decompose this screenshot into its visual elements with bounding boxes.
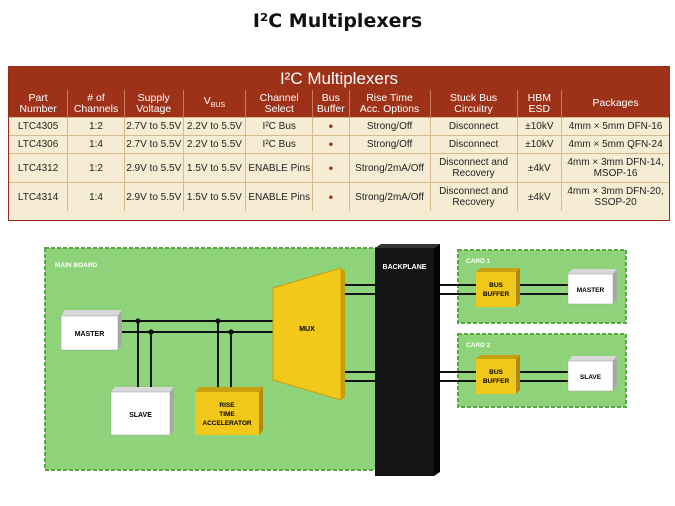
table-cell: 1:4: [67, 135, 125, 154]
accelerator-line-3: ACCELERATOR: [202, 420, 252, 427]
card-1-buffer-line-2: BUFFER: [483, 291, 510, 298]
table-cell: ±4kV: [516, 182, 562, 211]
table-cell: I²C Bus: [245, 135, 313, 154]
table-cell: LTC4306: [9, 135, 68, 154]
table-cell: Strong/Off: [348, 117, 431, 136]
table-cell: 2.2V to 5.5V: [182, 135, 246, 154]
table-header-cell: VBUS: [182, 90, 246, 118]
card-2-buffer-line-1: BUS: [489, 369, 503, 376]
slave-chip: SLAVE: [110, 387, 174, 436]
table-cell: 2.2V to 5.5V: [182, 117, 246, 136]
mux-label: MUX: [299, 326, 315, 333]
table-cell: 1:2: [67, 117, 125, 136]
card-1-master-label: MASTER: [577, 287, 605, 294]
table-cell: 1.5V to 5.5V: [182, 153, 246, 183]
accelerator-line-2: TIME: [219, 411, 235, 418]
table-header-cell: Packages: [561, 90, 669, 118]
table-cell: LTC4312: [9, 153, 68, 183]
table-cell: 2.7V to 5.5V: [123, 135, 184, 154]
table-cell: 2.7V to 5.5V: [123, 117, 184, 136]
card-2-buffer-line-2: BUFFER: [483, 378, 510, 385]
table-cell: 2.9V to 5.5V: [123, 182, 184, 211]
card-1-buffer-line-1: BUS: [489, 282, 503, 289]
main-bus-lines: [118, 320, 273, 392]
backplane: BACKPLANE: [375, 244, 440, 476]
table-cell: 1.5V to 5.5V: [182, 182, 246, 211]
table-cell: Disconnect: [429, 117, 518, 136]
table-cell: 4mm × 5mm DFN-16: [561, 117, 669, 136]
mux-output-lines: [341, 284, 375, 382]
table-cell: ENABLE Pins: [245, 153, 313, 183]
table-cell: Disconnect: [429, 135, 518, 154]
table-cell: Strong/2mA/Off: [348, 153, 431, 183]
table-title: I²C Multiplexers: [9, 67, 669, 90]
table-cell: 4mm × 3mm DFN-20,SSOP-20: [561, 182, 669, 211]
mux-block: MUX: [272, 267, 345, 401]
card-bus-lines: [438, 284, 568, 382]
table-cell: 2.9V to 5.5V: [123, 153, 184, 183]
table-cell: Strong/Off: [348, 135, 431, 154]
table-cell: ±10kV: [516, 135, 562, 154]
bus-buffer-bullet: •: [312, 117, 350, 136]
bus-buffer-bullet: •: [312, 153, 350, 183]
bus-buffer-bullet: •: [312, 182, 350, 211]
card-2-label: CARD 2: [466, 342, 491, 349]
accelerator-line-1: RISE: [219, 402, 235, 409]
card-1-label: CARD 1: [466, 258, 491, 265]
table-cell: Strong/2mA/Off: [348, 182, 431, 211]
block-diagram: MAIN BOARD CARD 1 CARD 2: [44, 244, 627, 476]
rise-time-accelerator: RISE TIME ACCELERATOR: [195, 387, 263, 435]
bus-buffer-bullet: •: [312, 135, 350, 154]
master-label: MASTER: [75, 331, 105, 338]
backplane-label: BACKPLANE: [383, 264, 427, 271]
master-chip: MASTER: [60, 310, 122, 351]
page-title: I²C Multiplexers: [252, 10, 423, 32]
table-cell: 4mm × 5mm QFN-24: [561, 135, 669, 154]
table-cell: I²C Bus: [245, 117, 313, 136]
card-2-bus-buffer: BUS BUFFER: [476, 355, 520, 394]
table-cell: 4mm × 3mm DFN-14,MSOP-16: [561, 153, 669, 183]
table-cell: 1:2: [67, 153, 125, 183]
table-cell: ±4kV: [516, 153, 562, 183]
table-cell: ENABLE Pins: [245, 182, 313, 211]
main-board-label: MAIN BOARD: [55, 262, 98, 269]
slave-label: SLAVE: [129, 412, 152, 419]
table-cell: LTC4314: [9, 182, 68, 211]
card-2-slave-label: SLAVE: [580, 374, 602, 381]
table-cell: LTC4305: [9, 117, 68, 136]
card-1-bus-buffer: BUS BUFFER: [476, 268, 520, 307]
card-1-master-chip: MASTER: [567, 269, 617, 305]
card-2-slave-chip: SLAVE: [567, 356, 617, 392]
table-cell: ±10kV: [516, 117, 562, 136]
table-cell: 1:4: [67, 182, 125, 211]
bus-junction-dots: [135, 318, 234, 335]
